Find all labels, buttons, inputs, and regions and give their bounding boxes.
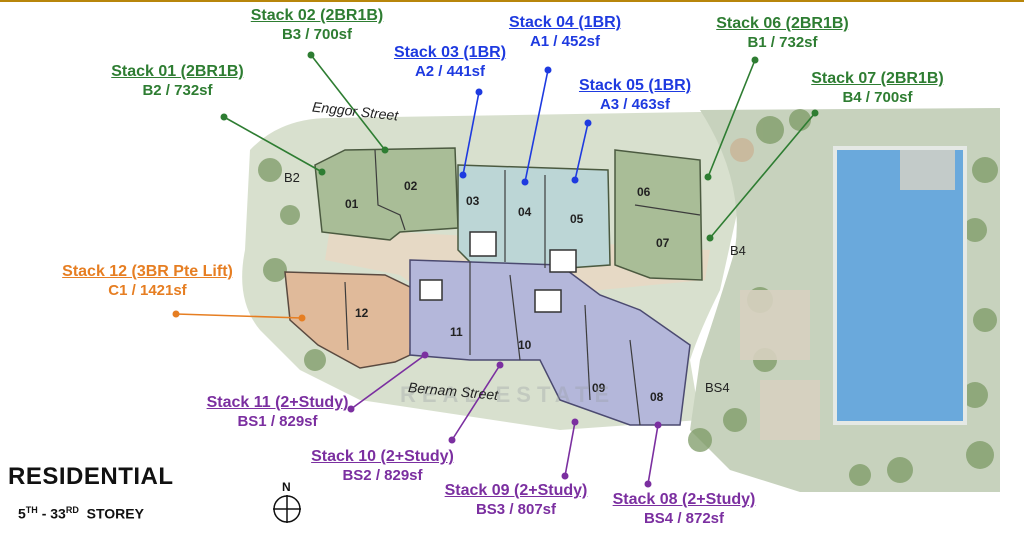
zone-b4: B4 <box>730 243 746 258</box>
leader-dot <box>561 472 569 480</box>
leader-dot <box>584 119 592 127</box>
stack-07-label: Stack 07 (2BR1B)B4 / 700sf <box>811 70 944 106</box>
pavilion-deck <box>740 290 810 360</box>
leader-line <box>564 421 576 477</box>
bbq-deck <box>760 380 820 440</box>
leader-dot <box>298 314 306 322</box>
leader-line <box>462 91 480 176</box>
leader-dot <box>544 66 552 74</box>
leader-dot <box>521 178 529 186</box>
top-rule <box>0 0 1024 2</box>
leader-dot <box>644 480 652 488</box>
unit-label-07: 07 <box>656 236 670 250</box>
leader-dot <box>704 173 712 181</box>
unit-label-01: 01 <box>345 197 359 211</box>
unit-label-05: 05 <box>570 212 584 226</box>
unit-label-08: 08 <box>650 390 664 404</box>
block-06-07 <box>614 149 703 281</box>
stack-11-label: Stack 11 (2+Study)BS1 / 829sf <box>206 394 349 430</box>
leader-line <box>647 424 659 485</box>
stack-03-label: Stack 03 (1BR)A2 / 441sf <box>393 44 507 80</box>
unit-label-09: 09 <box>592 381 606 395</box>
block-12 <box>284 271 413 369</box>
leader-dot <box>448 436 456 444</box>
compass-icon: N <box>273 480 301 523</box>
leader-dot <box>220 113 228 121</box>
leader-dot <box>318 168 326 176</box>
leader-line <box>574 122 589 181</box>
zone-b2: B2 <box>284 170 300 185</box>
trees <box>258 109 998 486</box>
leader-line <box>175 313 303 319</box>
leader-line <box>310 54 386 151</box>
leader-line <box>350 354 426 410</box>
leader-dot <box>459 171 467 179</box>
block-01-02 <box>314 147 459 241</box>
leader-line <box>223 116 323 173</box>
unit-label-02: 02 <box>404 179 418 193</box>
leader-dot <box>475 88 483 96</box>
stack-12-label: Stack 12 (3BR Pte Lift)C1 / 1421sf <box>62 263 233 299</box>
leader-dot <box>172 310 180 318</box>
leader-line <box>524 69 549 183</box>
leader-dot <box>571 418 579 426</box>
leader-dot <box>347 405 355 413</box>
stack-06-label: Stack 06 (2BR1B)B1 / 732sf <box>716 15 849 51</box>
unit-label-11: 11 <box>450 325 463 339</box>
stack-10-label: Stack 10 (2+Study)BS2 / 829sf <box>311 448 454 484</box>
lift-cores <box>419 231 577 313</box>
stack-01-label: Stack 01 (2BR1B)B2 / 732sf <box>111 63 244 99</box>
stack-08-label: Stack 08 (2+Study)BS4 / 872sf <box>612 491 756 527</box>
leader-dot <box>307 51 315 59</box>
leader-dot <box>654 421 662 429</box>
zone-bs4: BS4 <box>705 380 730 395</box>
swimming-pool <box>833 146 967 425</box>
leader-dot <box>706 234 714 242</box>
stack-04-label: Stack 04 (1BR)A1 / 452sf <box>508 14 622 50</box>
unit-label-06: 06 <box>637 185 651 199</box>
leader-dot <box>381 146 389 154</box>
leader-line <box>709 112 816 239</box>
leader-dot <box>571 176 579 184</box>
unit-label-03: 03 <box>466 194 480 208</box>
unit-label-04: 04 <box>518 205 532 219</box>
stack-05-label: Stack 05 (1BR)A3 / 463sf <box>578 77 692 113</box>
leader-dot <box>751 56 759 64</box>
stack-09-label: Stack 09 (2+Study)BS3 / 807sf <box>444 482 588 518</box>
storey-range: 5TH - 33RD STOREY <box>18 505 144 522</box>
stack-02-label: Stack 02 (2BR1B)B3 / 700sf <box>250 7 384 43</box>
page-title: RESIDENTIAL <box>8 463 174 490</box>
unit-label-12: 12 <box>355 306 369 320</box>
pool-deck <box>900 150 955 190</box>
leader-dot <box>811 109 819 117</box>
unit-label-10: 10 <box>518 338 532 352</box>
leader-dot <box>496 361 504 369</box>
pavilion <box>730 138 754 162</box>
partitions <box>344 149 701 426</box>
compass-north-label: N <box>282 480 291 494</box>
leader-lines <box>172 51 819 488</box>
leader-line <box>707 59 756 178</box>
leader-line <box>451 364 501 441</box>
watermark: REAL ESTATE <box>400 382 615 407</box>
leader-dot <box>421 351 429 359</box>
